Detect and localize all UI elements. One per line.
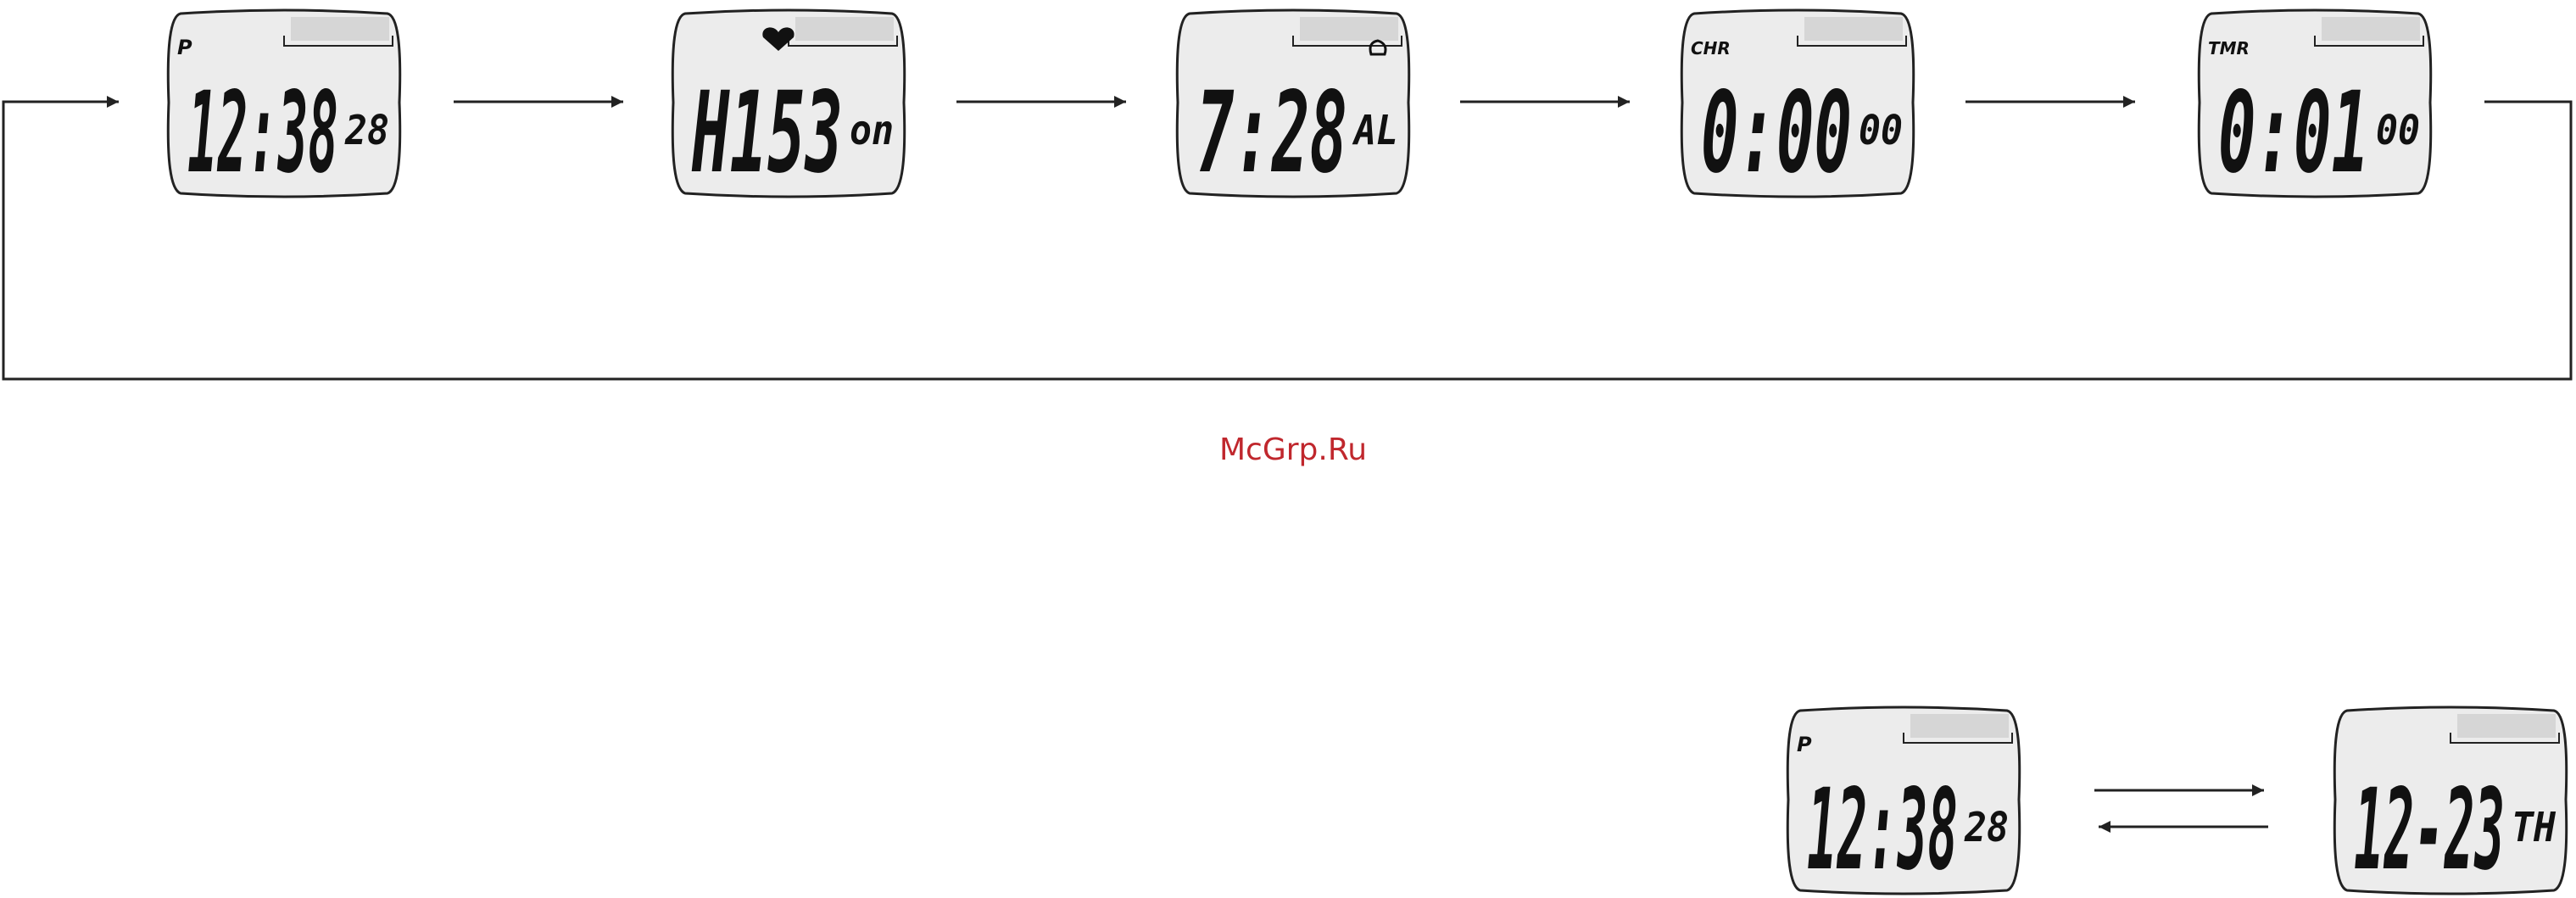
mode-indicator: P — [1797, 733, 1812, 756]
segment-bar — [1804, 17, 1903, 41]
segment-bar — [2457, 714, 2556, 738]
main-digits: 7:28 — [1196, 68, 1347, 198]
sub-digits: TH — [2512, 804, 2556, 851]
sub-digits: 28 — [344, 107, 389, 154]
main-digits: 12:38 — [187, 68, 338, 198]
main-digits: 0:00 — [1701, 68, 1852, 198]
watermark: McGrp.Ru — [1219, 432, 1367, 467]
mode-indicator: CHR — [1691, 38, 1731, 59]
main-digits: H153 — [691, 68, 843, 198]
mode-indicator: TMR — [2208, 38, 2250, 59]
mode-indicator: P — [177, 36, 192, 59]
sub-digits: on — [850, 107, 894, 154]
sub-digits: 00 — [1859, 107, 1903, 154]
segment-bar — [1300, 17, 1398, 41]
sub-digits: 28 — [1964, 804, 2009, 851]
sub-digits: AL — [1352, 107, 1398, 154]
sub-digits: 00 — [2376, 107, 2420, 154]
main-digits: 12-23 — [2354, 765, 2505, 895]
segment-bar — [291, 17, 389, 41]
main-digits: 0:01 — [2218, 68, 2369, 198]
main-digits: 12:38 — [1807, 765, 1958, 895]
segment-bar — [795, 17, 894, 41]
segment-bar — [1910, 714, 2009, 738]
segment-bar — [2322, 17, 2420, 41]
